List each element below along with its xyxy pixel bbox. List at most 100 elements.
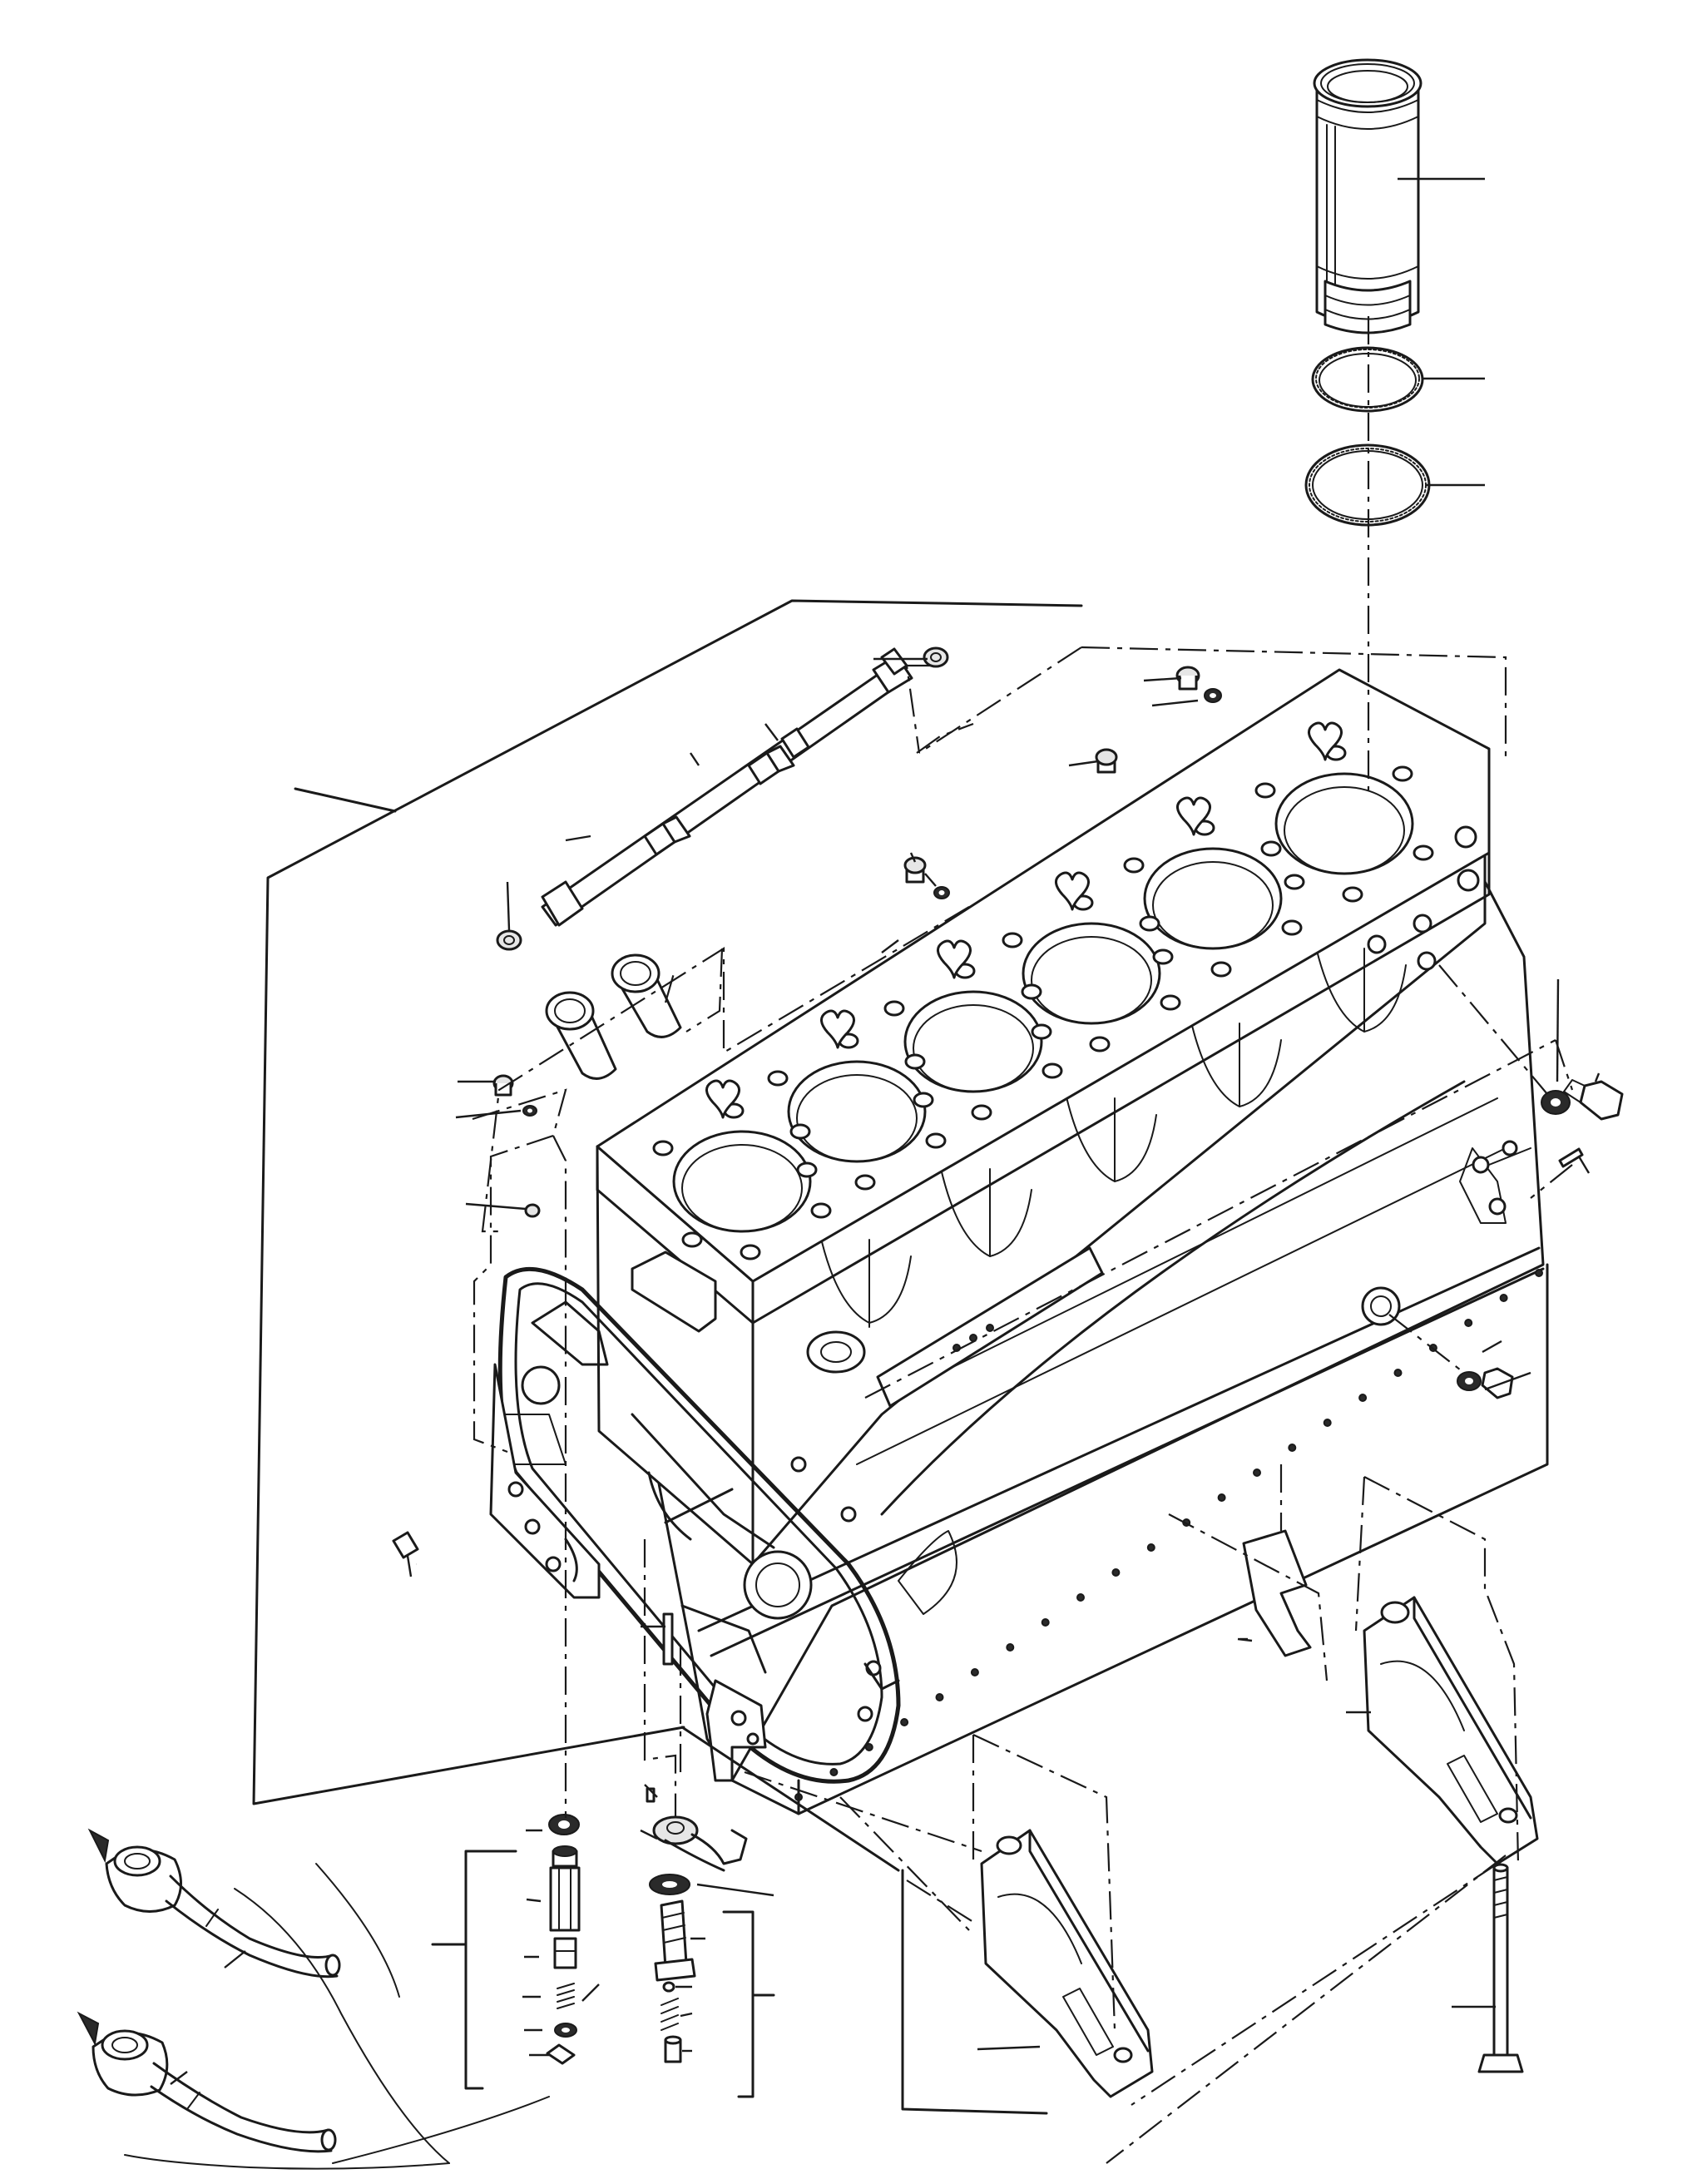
- dowel-tube: [662, 1612, 674, 1666]
- washer-d: [522, 1105, 537, 1117]
- callout-leader-19: [1594, 1072, 1601, 1082]
- deck-hole-6-5: [1284, 874, 1305, 890]
- callout-leader-6: [1151, 699, 1199, 707]
- plug-c: [903, 856, 927, 884]
- plugs-and-washers: [392, 666, 1624, 1666]
- cylinder-bores: [672, 772, 1414, 1233]
- deck-hole-5-5: [1152, 948, 1174, 965]
- shaft-segment-1: [541, 880, 584, 927]
- callout-leader-41: [977, 2045, 1041, 2051]
- rail-hole-14: [1253, 1468, 1261, 1477]
- bore-6: [1274, 772, 1414, 875]
- callout-leader-16: [455, 1109, 522, 1119]
- cable-loops: [124, 1863, 550, 2170]
- water-passage-1: [705, 1079, 740, 1119]
- rear-bolt: [1563, 1079, 1624, 1121]
- deck-hole-6-6: [1392, 765, 1413, 782]
- callout-leader-34: [644, 1784, 658, 1798]
- deck-hole-6-4: [1342, 886, 1363, 903]
- rear-washer: [1541, 1090, 1571, 1115]
- cam-bushings: [545, 953, 682, 1080]
- main-bearing-cap-rear: [1363, 1596, 1539, 1865]
- rail-hole-18: [1393, 1369, 1403, 1377]
- deck-hole-1-5: [681, 1231, 703, 1248]
- deck-hole-2-3: [925, 1132, 947, 1149]
- cylinder-block: [489, 668, 1549, 1815]
- callout-leader-23: [406, 1555, 413, 1577]
- callout-leader-14: [881, 939, 899, 953]
- rail-hole-17: [1358, 1394, 1368, 1402]
- alignment-lines: [472, 316, 1574, 2164]
- deck-hole-6-3: [1413, 844, 1434, 861]
- rail-hole-20: [1464, 1319, 1473, 1327]
- water-passage-2: [820, 1009, 855, 1049]
- bore-4: [1022, 922, 1161, 1025]
- deck-hole-4-1: [1002, 932, 1023, 948]
- deck-hole-1-6: [789, 1123, 811, 1140]
- rail-hole-7: [1006, 1643, 1015, 1652]
- callout-leaders: [170, 177, 1601, 2085]
- cylinder-liner-assembly: [1304, 58, 1431, 527]
- plug-b: [1095, 748, 1118, 774]
- rail-hole-22: [1535, 1269, 1543, 1277]
- callout-leader-39: [680, 2012, 693, 2018]
- bore-2: [787, 1060, 927, 1163]
- rail-hole-6: [970, 1668, 979, 1676]
- callout-leader-8: [764, 723, 779, 741]
- deck-hole-3-1: [883, 1000, 905, 1017]
- shaft-and-bushings: [496, 646, 949, 951]
- deck-hole-1-3: [810, 1202, 832, 1219]
- bottom-right-bracket: [680, 1726, 1048, 2115]
- sensor-with-cable-lower: [77, 2011, 337, 2153]
- front-flange: [705, 1679, 767, 1782]
- bore-5: [1143, 847, 1283, 950]
- callout-leader-13: [924, 873, 937, 887]
- callout-leader-11: [506, 881, 511, 931]
- rail-hole-13: [1217, 1493, 1226, 1502]
- deck-hole-3-6: [1021, 983, 1042, 1000]
- deck-hole-2-5: [796, 1161, 818, 1178]
- rail-hole-5: [935, 1693, 944, 1701]
- bore-3: [903, 990, 1043, 1093]
- deck-hole-6-1: [1254, 782, 1276, 799]
- cylinder-liner: [1313, 58, 1422, 334]
- deck-hole-4-4: [1089, 1036, 1111, 1052]
- deck-hole-5-6: [1260, 840, 1282, 857]
- callout-leader-22: [1484, 1371, 1531, 1391]
- rail-hole-4: [900, 1718, 909, 1726]
- deck-hole-1-1: [652, 1140, 674, 1156]
- callout-leader-36: [696, 1883, 774, 1897]
- callout-leader-10: [565, 834, 591, 842]
- callout-leader-17: [465, 1202, 527, 1211]
- callout-leader-21: [1482, 1340, 1502, 1354]
- rail-hole-10: [1111, 1568, 1121, 1577]
- water-passage-3: [937, 939, 972, 979]
- deck-hole-2-6: [904, 1053, 926, 1070]
- rail-hole-15: [1288, 1444, 1297, 1452]
- main-bearing-cap-front: [980, 1829, 1154, 2098]
- plug-a: [1175, 666, 1200, 691]
- callout-leader-5: [1143, 676, 1182, 682]
- callout-leader-9: [690, 752, 700, 766]
- rail-hole-11: [1146, 1543, 1155, 1552]
- rail-hole-9: [1076, 1593, 1085, 1602]
- deck-hole-5-3: [1281, 919, 1303, 936]
- callout-leader-44: [224, 1950, 246, 1969]
- water-passage-4: [1055, 871, 1090, 911]
- deck-hole-5-1: [1123, 857, 1145, 874]
- deck-hole-4-5: [1031, 1023, 1052, 1040]
- dowel-pin-rear: [1558, 1147, 1584, 1168]
- deck-hole-2-1: [767, 1070, 789, 1087]
- bore-1: [672, 1130, 812, 1233]
- deck-hole-1-4: [740, 1244, 761, 1260]
- pan-bolt: [1481, 1367, 1514, 1399]
- deck-hole-4-3: [1160, 994, 1181, 1011]
- deck-hole-3-4: [971, 1104, 992, 1121]
- callout-leader-7: [1068, 760, 1099, 767]
- dowel-left: [392, 1531, 419, 1559]
- relief-valve-assembly-left: [546, 1814, 581, 2065]
- deck-hole-5-4: [1210, 961, 1232, 978]
- pan-washer: [1457, 1371, 1482, 1391]
- rail-hole-16: [1323, 1419, 1332, 1427]
